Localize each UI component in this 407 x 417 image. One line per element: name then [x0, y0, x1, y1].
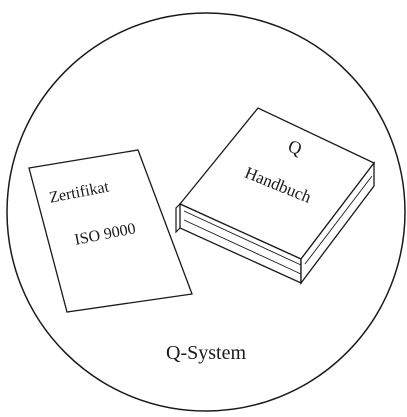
certificate-document: Zertifikat ISO 9000	[29, 150, 192, 312]
system-label: Q-System	[166, 342, 246, 364]
quality-manual-book: Q Handbuch	[176, 108, 374, 283]
